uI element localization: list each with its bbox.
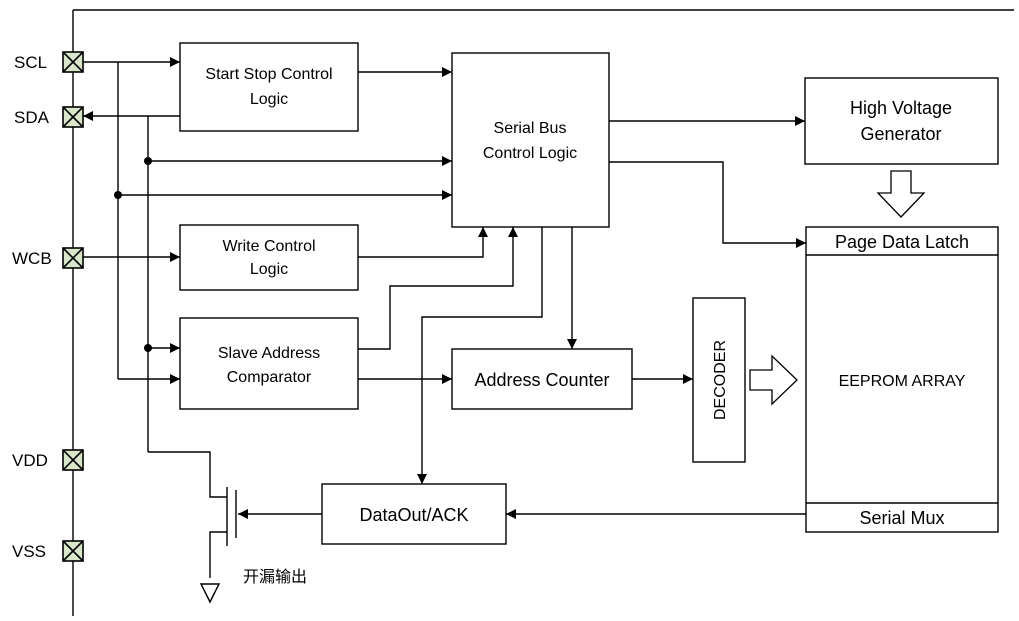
- junction-dot-sda-slave: [144, 344, 152, 352]
- eeprom-array-label: EEPROM ARRAY: [839, 373, 966, 390]
- write-control-logic-block: Write Control Logic: [179, 224, 359, 291]
- pin-vss: VSS: [12, 540, 84, 562]
- dataout-ack-block: DataOut/ACK: [321, 483, 507, 545]
- address-counter-label: Address Counter: [474, 370, 609, 390]
- open-drain-output-label: 开漏输出: [243, 567, 307, 586]
- write-control-label-line2: Logic: [250, 261, 288, 278]
- pin-sda-label: SDA: [14, 108, 50, 127]
- start-stop-label-line1: Start Stop Control: [205, 66, 332, 83]
- ground-symbol: [199, 583, 221, 604]
- eeprom-array-block: Page Data Latch EEPROM ARRAY Serial Mux: [805, 226, 999, 533]
- signal-wires: [83, 57, 806, 604]
- write-control-label-line1: Write Control: [222, 238, 315, 255]
- serial-bus-label-line1: Serial Bus: [494, 120, 567, 137]
- hv-to-array-hollow-arrow: [876, 170, 926, 218]
- high-voltage-generator-block: High Voltage Generator: [804, 77, 999, 165]
- pin-scl-label: SCL: [14, 53, 47, 72]
- pin-vss-label: VSS: [12, 542, 46, 561]
- address-counter-block: Address Counter: [451, 348, 633, 410]
- decoder-label: DECODER: [712, 340, 729, 420]
- high-voltage-label-line2: Generator: [860, 124, 941, 144]
- dataout-ack-label: DataOut/ACK: [359, 505, 468, 525]
- slave-address-label-line2: Comparator: [227, 369, 312, 386]
- decoder-block: DECODER: [692, 297, 746, 463]
- start-stop-label-line2: Logic: [250, 91, 288, 108]
- high-voltage-label-line1: High Voltage: [850, 98, 952, 118]
- junction-dot-scl: [114, 191, 122, 199]
- pin-scl: SCL: [14, 51, 84, 73]
- serial-mux-label: Serial Mux: [859, 508, 944, 528]
- pin-wcb-label: WCB: [12, 249, 52, 268]
- slave-address-comparator-block: Slave Address Comparator: [179, 317, 359, 410]
- page-data-latch-label: Page Data Latch: [835, 232, 969, 252]
- serial-bus-control-logic-block: Serial Bus Control Logic: [451, 52, 610, 228]
- decoder-to-array-hollow-arrow: [749, 354, 798, 406]
- pin-wcb: WCB: [12, 247, 84, 269]
- start-stop-control-logic-block: Start Stop Control Logic: [179, 42, 359, 132]
- slave-address-label-line1: Slave Address: [218, 345, 320, 362]
- serial-bus-label-line2: Control Logic: [483, 145, 577, 162]
- pin-vdd: VDD: [12, 449, 84, 471]
- junction-dot-sda: [144, 157, 152, 165]
- pin-vdd-label: VDD: [12, 451, 48, 470]
- pin-sda: SDA: [14, 106, 84, 128]
